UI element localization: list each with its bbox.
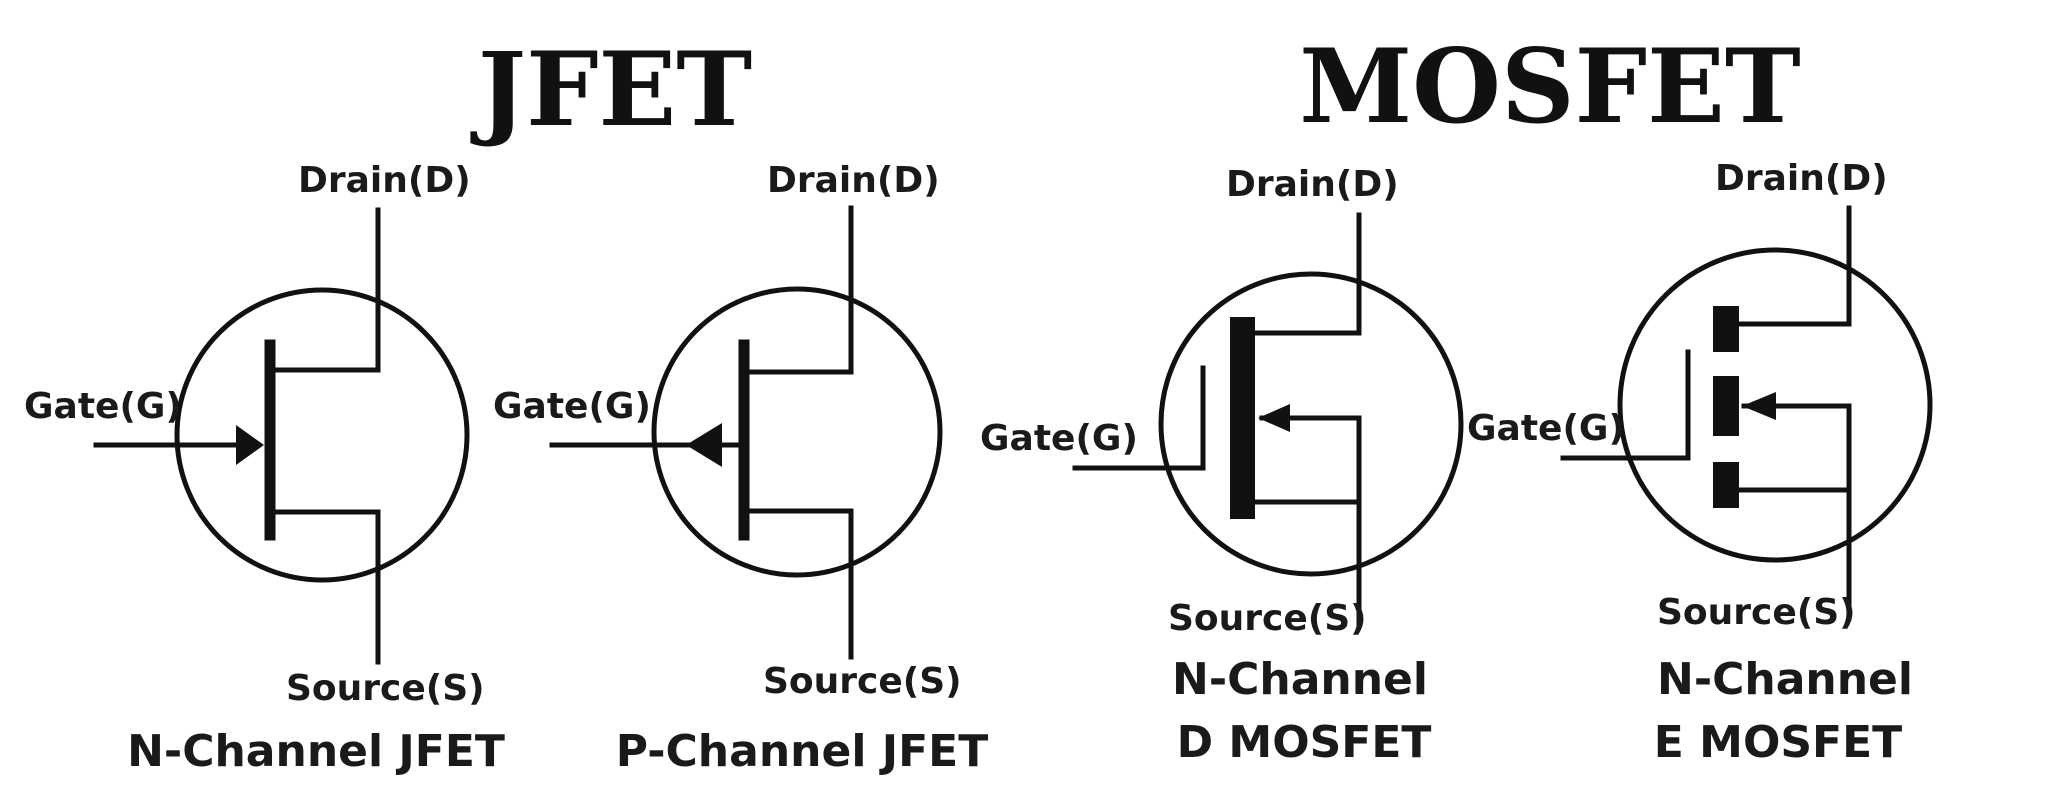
jfet-p-envelope — [651, 286, 943, 578]
jfet-n-gate-arrow — [236, 425, 264, 465]
jfet-n-envelope — [174, 287, 470, 583]
dmosfet-envelope — [1158, 271, 1464, 577]
emosfet-channel-segment-top — [1713, 306, 1739, 352]
n-channel-d-mosfet-symbol: Drain(D) Gate(G) Source(S) N-Channel D M… — [980, 164, 1464, 768]
emosfet-caption-line2: E MOSFET — [1654, 717, 1902, 768]
dmosfet-drain-lead — [1251, 212, 1362, 336]
mosfet-heading: MOSFET — [1299, 27, 1800, 147]
emosfet-caption-line1: N-Channel — [1657, 654, 1913, 705]
dmosfet-caption-line2: D MOSFET — [1177, 717, 1432, 768]
jfet-p-drain-label: Drain(D) — [767, 160, 940, 201]
emosfet-channel-segment-middle — [1713, 376, 1739, 436]
dmosfet-gate-lead — [1072, 365, 1206, 471]
dmosfet-source-lead — [1259, 415, 1362, 628]
emosfet-source-lead — [1741, 403, 1852, 621]
jfet-n-caption: N-Channel JFET — [127, 726, 505, 777]
jfet-n-source-label: Source(S) — [286, 668, 485, 709]
jfet-n-drain-lead — [269, 207, 381, 373]
jfet-p-drain-lead — [743, 205, 854, 375]
jfet-p-source-label: Source(S) — [763, 661, 962, 702]
n-channel-e-mosfet-symbol: Drain(D) Gate(G) Source(S) N-Channel E M… — [1467, 158, 1933, 768]
jfet-p-gate-arrow — [686, 423, 722, 467]
jfet-p-gate-label: Gate(G) — [493, 386, 651, 427]
jfet-n-drain-label: Drain(D) — [298, 160, 471, 201]
jfet-n-source-lead — [269, 509, 381, 665]
emosfet-drain-lead — [1735, 205, 1852, 327]
emosfet-substrate-arrow — [1742, 392, 1776, 420]
p-channel-jfet-symbol: Drain(D) Gate(G) Source(S) P-Channel JFE… — [493, 160, 988, 777]
jfet-n-gate-label: Gate(G) — [24, 386, 182, 427]
emosfet-channel-segment-bottom — [1713, 462, 1739, 508]
jfet-heading: JFET — [470, 30, 752, 150]
dmosfet-source-label: Source(S) — [1168, 598, 1367, 639]
dmosfet-drain-label: Drain(D) — [1226, 164, 1399, 205]
emosfet-gate-lead — [1560, 349, 1691, 461]
jfet-p-caption: P-Channel JFET — [616, 726, 988, 777]
dmosfet-substrate-arrow — [1258, 404, 1290, 432]
emosfet-envelope — [1617, 247, 1933, 563]
dmosfet-caption-line1: N-Channel — [1172, 654, 1428, 705]
n-channel-jfet-symbol: Drain(D) Gate(G) Source(S) N-Channel JFE… — [24, 160, 505, 777]
dmosfet-channel-bar — [1230, 317, 1255, 519]
jfet-p-source-lead — [743, 508, 854, 660]
emosfet-source-label: Source(S) — [1657, 592, 1856, 633]
emosfet-gate-label: Gate(G) — [1467, 408, 1625, 449]
emosfet-drain-label: Drain(D) — [1715, 158, 1888, 199]
dmosfet-gate-label: Gate(G) — [980, 418, 1138, 459]
